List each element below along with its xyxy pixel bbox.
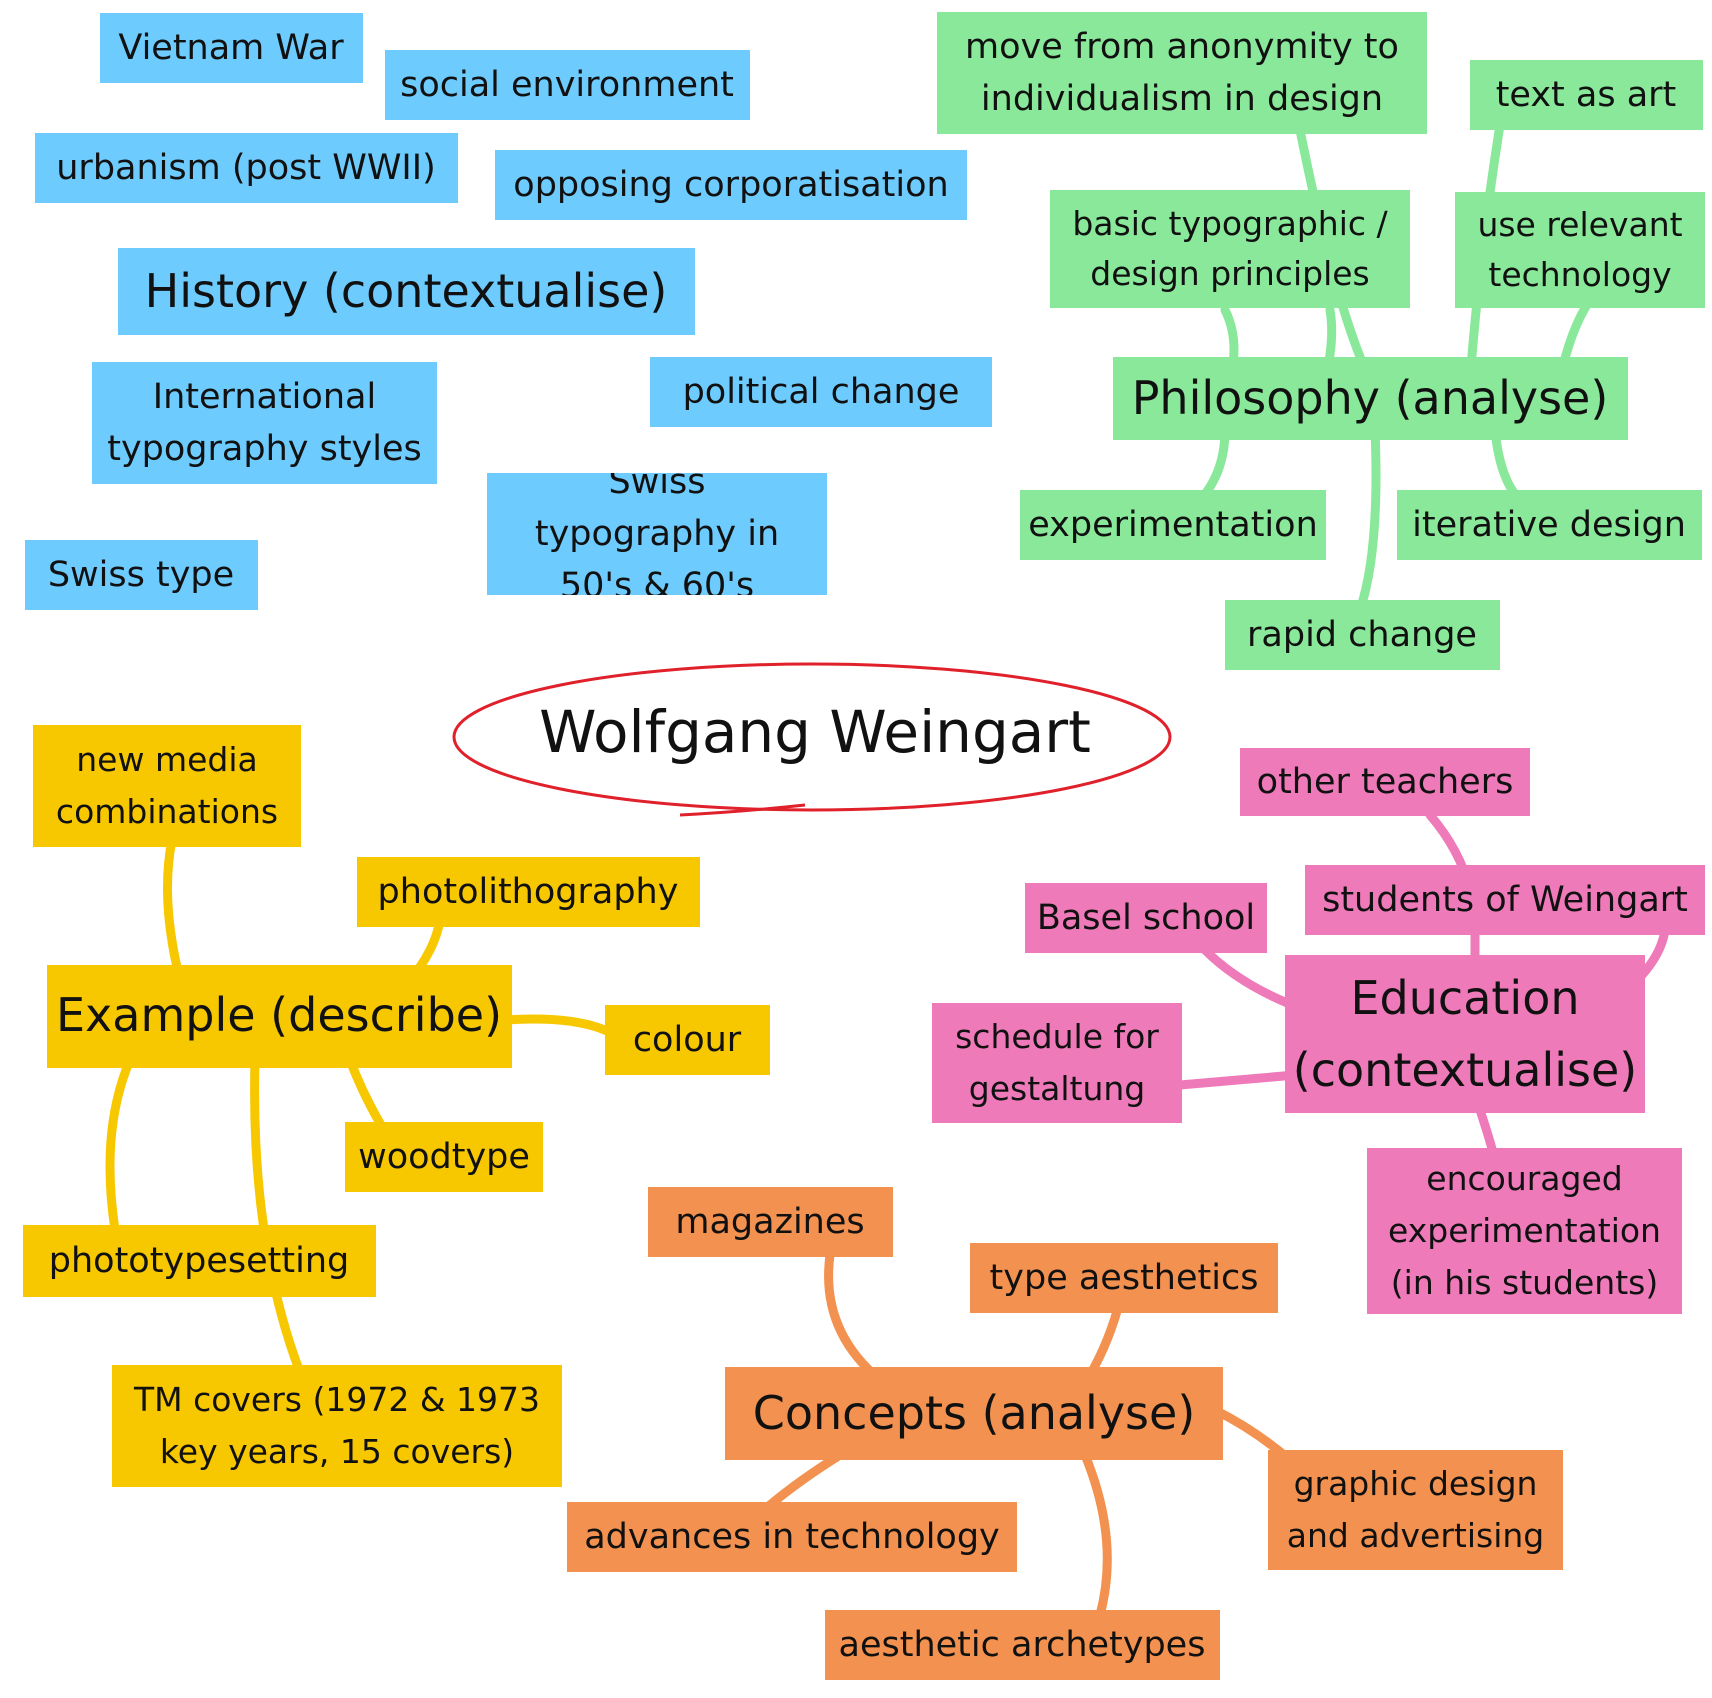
education-node-other-teachers: other teachers	[1257, 762, 1514, 802]
education-node-basel-school: Basel school	[1037, 898, 1255, 938]
history-node-swiss-typography: Swiss typography in 50's & 60's	[534, 473, 780, 595]
node-box	[112, 1365, 562, 1487]
node-box	[35, 133, 458, 203]
link-philosophy-rapidchange	[1355, 425, 1381, 615]
node-box	[1225, 600, 1500, 670]
title-ellipse	[452, 662, 1172, 812]
example-node-woodtype: woodtype	[358, 1137, 530, 1177]
philosophy-node-experimentation: experimentation	[1028, 505, 1318, 545]
link-example-phototypesetting	[105, 1055, 135, 1235]
education-node-students: students of Weingart	[1322, 880, 1688, 920]
example-node-colour: colour	[633, 1020, 742, 1060]
history-node-social-environment: social environment	[400, 65, 734, 105]
philosophy-node-rapid-change: rapid change	[1247, 615, 1477, 655]
node-box	[47, 965, 512, 1068]
node-box	[1305, 865, 1705, 935]
node-box	[357, 857, 700, 927]
example-hub: Example (describe)	[56, 988, 502, 1042]
philosophy-branch: move from anonymity to individualism in …	[937, 12, 1705, 670]
node-box	[1020, 490, 1326, 560]
link-concepts-advances	[765, 1450, 845, 1510]
node-box	[1367, 1148, 1682, 1314]
link-philosophy-iterative	[1490, 425, 1525, 505]
concepts-node-aesthetic-archetypes: aesthetic archetypes	[839, 1625, 1206, 1665]
node-box	[1268, 1450, 1563, 1570]
link-education-schedule	[1175, 1070, 1300, 1090]
philosophy-node-iterative-design: iterative design	[1412, 505, 1686, 545]
node-box	[495, 150, 967, 220]
philosophy-node-text-as-art: text as art	[1496, 75, 1677, 115]
example-node-new-media: new media combinations	[55, 740, 279, 831]
node-box	[1455, 192, 1705, 308]
node-box	[33, 725, 301, 847]
node-box	[1397, 490, 1702, 560]
history-node-political-change: political change	[683, 372, 960, 412]
node-box	[23, 1225, 376, 1297]
node-box	[567, 1502, 1017, 1572]
education-branch: other teachers Basel school students of …	[932, 748, 1705, 1314]
node-box	[345, 1122, 543, 1192]
node-box	[487, 473, 827, 595]
concepts-node-advances-technology: advances in technology	[584, 1517, 1000, 1557]
node-box	[100, 13, 363, 83]
page-title: Wolfgang Weingart	[539, 698, 1091, 766]
node-box	[725, 1367, 1223, 1460]
node-box	[1050, 190, 1410, 308]
concepts-branch: magazines type aesthetics Concepts (anal…	[567, 1187, 1563, 1680]
education-node-schedule: schedule for gestaltung	[955, 1017, 1159, 1108]
node-box	[650, 357, 992, 427]
node-box	[1470, 60, 1703, 130]
node-box	[648, 1187, 893, 1257]
node-box	[25, 540, 258, 610]
history-node-international-typography: International typography styles	[107, 377, 422, 469]
philosophy-node-relevant-technology: use relevant technology	[1477, 205, 1683, 294]
link-concepts-archetypes	[1080, 1450, 1112, 1620]
philosophy-node-typographic-principles: basic typographic / design principles	[1072, 204, 1388, 293]
example-branch: new media combinations photolithography …	[23, 725, 770, 1487]
link-example-colour	[500, 1014, 620, 1040]
history-node-opposing-corporatisation: opposing corporatisation	[513, 165, 948, 205]
history-branch: Vietnam War social environment urbanism …	[25, 13, 992, 610]
example-node-photolithography: photolithography	[378, 872, 679, 912]
history-hub: History (contextualise)	[145, 264, 668, 318]
education-node-encouraged-experimentation: encouraged experimentation (in his stude…	[1388, 1159, 1661, 1302]
title-group: Wolfgang Weingart	[452, 662, 1172, 817]
example-node-phototypesetting: phototypesetting	[49, 1241, 349, 1281]
node-box	[1113, 357, 1628, 440]
node-box	[970, 1243, 1278, 1313]
history-node-vietnam-war: Vietnam War	[118, 28, 344, 68]
node-box	[118, 248, 695, 335]
node-box	[385, 50, 750, 120]
link-example-newmedia	[163, 835, 185, 985]
node-box	[825, 1610, 1220, 1680]
node-box	[1285, 955, 1645, 1113]
history-node-swiss-type: Swiss type	[48, 555, 234, 595]
philosophy-node-anonymity-individualism: move from anonymity to individualism in …	[965, 27, 1399, 119]
node-box	[932, 1003, 1182, 1123]
philosophy-hub: Philosophy (analyse)	[1132, 371, 1609, 425]
example-node-tm-covers: TM covers (1972 & 1973 key years, 15 cov…	[133, 1380, 541, 1471]
link-concepts-magazines	[824, 1250, 885, 1385]
node-box	[605, 1005, 770, 1075]
concepts-hub: Concepts (analyse)	[753, 1386, 1196, 1440]
node-box	[1025, 883, 1267, 953]
link-example-tmcovers	[250, 1055, 310, 1390]
history-node-urbanism: urbanism (post WWII)	[56, 148, 435, 188]
concepts-node-type-aesthetics: type aesthetics	[990, 1258, 1259, 1298]
node-box	[1240, 748, 1530, 816]
concepts-node-magazines: magazines	[675, 1202, 864, 1242]
concepts-node-graphic-design: graphic design and advertising	[1286, 1464, 1545, 1555]
node-box	[937, 12, 1427, 134]
title-underline-stroke	[679, 803, 806, 817]
node-box	[92, 362, 437, 484]
education-hub: Education (contextualise)	[1292, 971, 1638, 1097]
